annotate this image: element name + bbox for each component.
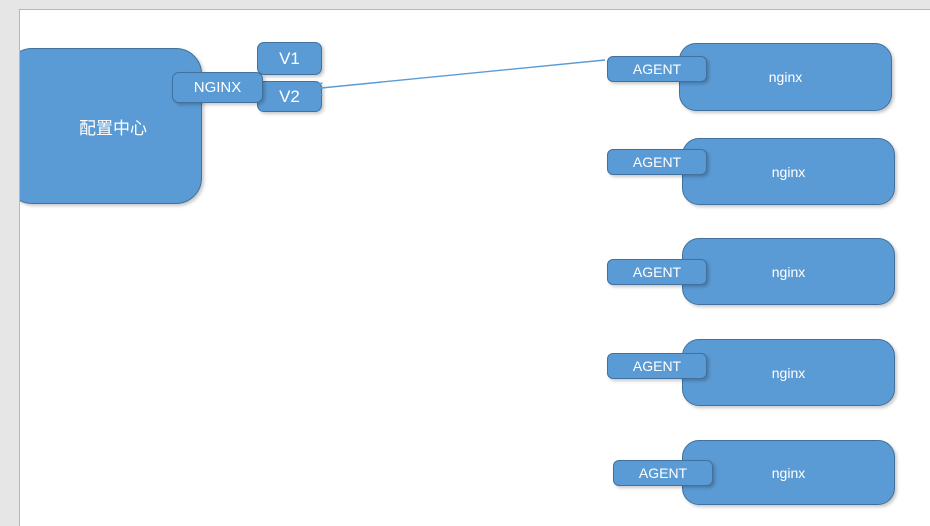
nginx-node-label-2: nginx <box>771 163 806 180</box>
agent-to-v2-arrow <box>307 59 606 96</box>
nginx-node-label-5: nginx <box>771 464 806 481</box>
nginx-node-label-4: nginx <box>771 364 806 381</box>
nginx-node-5[interactable]: nginx <box>682 440 895 505</box>
version-label-v1: V1 <box>279 48 300 68</box>
agent-pill-label-5: AGENT <box>638 465 688 481</box>
agent-pill-4[interactable]: AGENT <box>607 353 707 379</box>
nginx-node-label-3: nginx <box>771 263 806 280</box>
nginx-node-3[interactable]: nginx <box>682 238 895 305</box>
config-center-label: 配置中心 <box>79 118 147 138</box>
agent-pill-label-1: AGENT <box>632 61 682 77</box>
slide-canvas: 配置中心 NGINX V1 V2 nginx AGENT nginx AGENT… <box>19 9 930 526</box>
version-label-v2: V2 <box>279 86 300 106</box>
nginx-pill-shape[interactable]: NGINX <box>172 72 263 103</box>
nginx-node-1[interactable]: nginx <box>679 43 892 111</box>
version-box-v1[interactable]: V1 <box>257 42 322 75</box>
nginx-pill-label: NGINX <box>193 79 242 96</box>
nginx-node-2[interactable]: nginx <box>682 138 895 205</box>
nginx-node-label-1: nginx <box>768 69 803 85</box>
config-center-shape[interactable]: 配置中心 <box>20 48 202 204</box>
version-box-v2[interactable]: V2 <box>257 81 322 112</box>
agent-pill-label-2: AGENT <box>632 154 682 170</box>
agent-pill-2[interactable]: AGENT <box>607 149 707 175</box>
agent-pill-3[interactable]: AGENT <box>607 259 707 285</box>
agent-pill-5[interactable]: AGENT <box>613 460 713 486</box>
agent-pill-1[interactable]: AGENT <box>607 56 707 82</box>
agent-pill-label-4: AGENT <box>632 358 682 374</box>
agent-pill-label-3: AGENT <box>632 264 682 280</box>
nginx-node-4[interactable]: nginx <box>682 339 895 406</box>
